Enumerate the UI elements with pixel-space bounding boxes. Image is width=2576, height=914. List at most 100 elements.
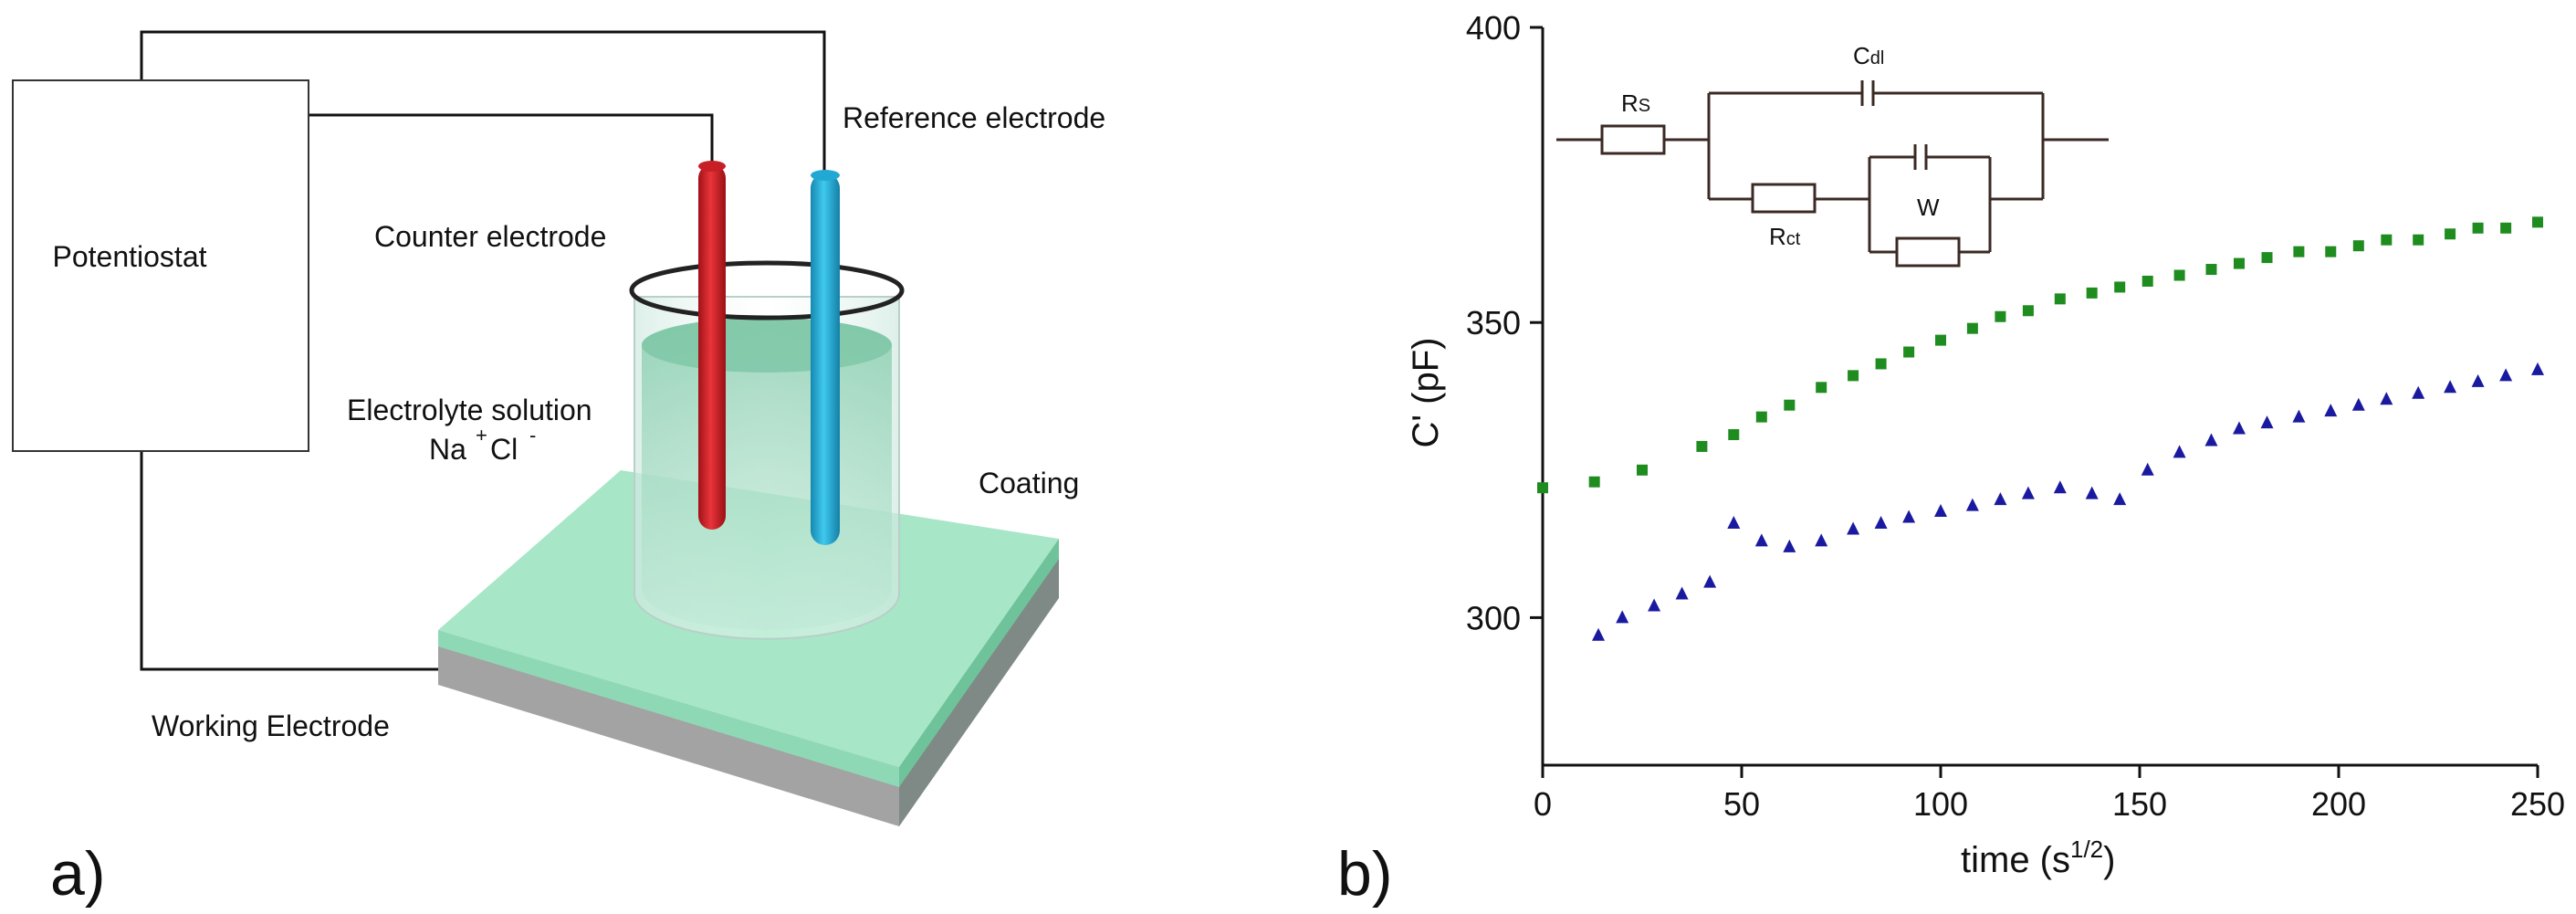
- counter-electrode-label: Counter electrode: [374, 220, 606, 253]
- coating-side: [899, 539, 1059, 787]
- wire-reference: [140, 30, 826, 173]
- panel-a: Potentiostat Reference electrode Coun: [12, 30, 1105, 909]
- series-1-point: [1727, 515, 1741, 529]
- cdl-label-sub: dl: [1870, 48, 1885, 68]
- series-1-point: [2085, 486, 2099, 499]
- series-0-point: [2173, 269, 2185, 281]
- x-tick-label: 200: [2311, 785, 2366, 823]
- series-1-point: [1874, 515, 1888, 529]
- series-0-point: [1995, 310, 2006, 322]
- svg-text:time (s1/2): time (s1/2): [1961, 835, 2115, 880]
- series-1-point: [2113, 492, 2127, 506]
- series-0-point: [1696, 440, 1708, 452]
- x-axis-title-sup: 1/2: [2070, 835, 2103, 863]
- beaker-rim: [629, 260, 905, 320]
- series-1-point: [2324, 404, 2338, 417]
- rs-resistor: [1600, 124, 1666, 155]
- x-axis-title: time (s1/2): [1961, 835, 2115, 880]
- series-0-point: [2413, 234, 2424, 246]
- series-1-point: [1783, 539, 1796, 552]
- series-0-point: [1784, 399, 1796, 411]
- y-tick-label: 400: [1466, 9, 1521, 47]
- series-1-point: [1934, 504, 1947, 518]
- y-tick-label: 300: [1466, 599, 1521, 636]
- ion-cl: Cl: [490, 433, 518, 466]
- working-electrode-label: Working Electrode: [152, 709, 390, 742]
- series-1-point: [2499, 368, 2513, 382]
- potentiostat-box: [12, 79, 309, 452]
- wire-working: [140, 451, 438, 671]
- series-1-point: [1616, 610, 1629, 624]
- series-0-point: [2472, 222, 2484, 234]
- panel-a-label: a): [50, 839, 105, 909]
- x-axis-title-end: ): [2103, 840, 2115, 880]
- series-1-point: [2412, 385, 2425, 399]
- series-1-point: [2292, 409, 2306, 423]
- series-1-point: [1703, 574, 1717, 588]
- series-1-point: [2021, 486, 2035, 499]
- svg-text:RS: RS: [1621, 89, 1650, 117]
- panel-b-label: b): [1337, 839, 1392, 909]
- y-tick-label: 350: [1466, 304, 1521, 341]
- series-0-point: [2352, 240, 2364, 252]
- ion-label: Na + Cl -: [429, 424, 536, 466]
- series-1-point: [1592, 627, 1606, 641]
- series-0-point: [2022, 305, 2034, 317]
- series-1-point: [2351, 397, 2365, 411]
- potentiostat-label: Potentiostat: [53, 240, 207, 273]
- series-0-point: [2141, 275, 2153, 287]
- series-1-point: [1847, 521, 1860, 535]
- beaker: [629, 260, 905, 640]
- series-1-point: [2531, 362, 2544, 375]
- rs-label-sub: S: [1639, 96, 1650, 116]
- rct-label-sub: ct: [1786, 229, 1801, 249]
- circuit-labels: RS Cdl Rct W: [1621, 42, 1940, 250]
- x-tick-label: 250: [2510, 785, 2565, 823]
- series-1-point: [1754, 533, 1768, 547]
- reference-electrode-rod: [811, 170, 840, 545]
- ion-cl-charge: -: [529, 424, 536, 446]
- svg-text:Cdl: Cdl: [1853, 42, 1884, 69]
- scatter-points: [1537, 216, 2544, 641]
- series-1-point: [1675, 586, 1689, 600]
- substrate-side: [899, 557, 1059, 826]
- series-0-point: [1903, 346, 1915, 358]
- cdl-label-main: C: [1853, 42, 1870, 69]
- coating-label: Coating: [979, 467, 1079, 499]
- series-0-point: [1537, 482, 1548, 494]
- series-0-point: [1966, 322, 1978, 334]
- circuit-wires: [140, 30, 826, 671]
- series-1-point: [2173, 445, 2186, 458]
- series-0-point: [1728, 429, 1740, 441]
- w-label: W: [1917, 194, 1940, 221]
- series-0-point: [2293, 246, 2305, 257]
- series-0-point: [1935, 334, 1946, 346]
- x-tick-label: 0: [1534, 785, 1552, 823]
- x-tick-label: 100: [1913, 785, 1968, 823]
- series-1-point: [1648, 598, 1661, 612]
- x-axis-title-main: time (s: [1961, 840, 2070, 880]
- rs-label-main: R: [1621, 89, 1639, 117]
- series-0-point: [2325, 246, 2337, 257]
- series-0-point: [2500, 222, 2512, 234]
- series-1-point: [2141, 462, 2154, 476]
- series-0-point: [2532, 216, 2543, 228]
- rct-resistor: [1751, 183, 1817, 214]
- series-0-point: [2086, 287, 2098, 299]
- series-0-point: [2114, 281, 2126, 293]
- series-0-point: [2054, 293, 2066, 305]
- electrolyte-label: Electrolyte solution: [347, 394, 592, 426]
- svg-text:Rct: Rct: [1769, 223, 1801, 250]
- series-0-point: [2261, 252, 2273, 264]
- series-1-point: [2260, 415, 2274, 429]
- series-1-point: [1902, 510, 1916, 523]
- series-0-point: [1588, 476, 1600, 488]
- series-1-point: [1965, 498, 1979, 511]
- y-axis-title: C' (pF): [1406, 338, 1446, 448]
- series-1-point: [2444, 380, 2457, 394]
- series-1-point: [1994, 492, 2007, 506]
- equivalent-circuit-inset: [1556, 80, 2109, 268]
- series-0-point: [2445, 228, 2456, 240]
